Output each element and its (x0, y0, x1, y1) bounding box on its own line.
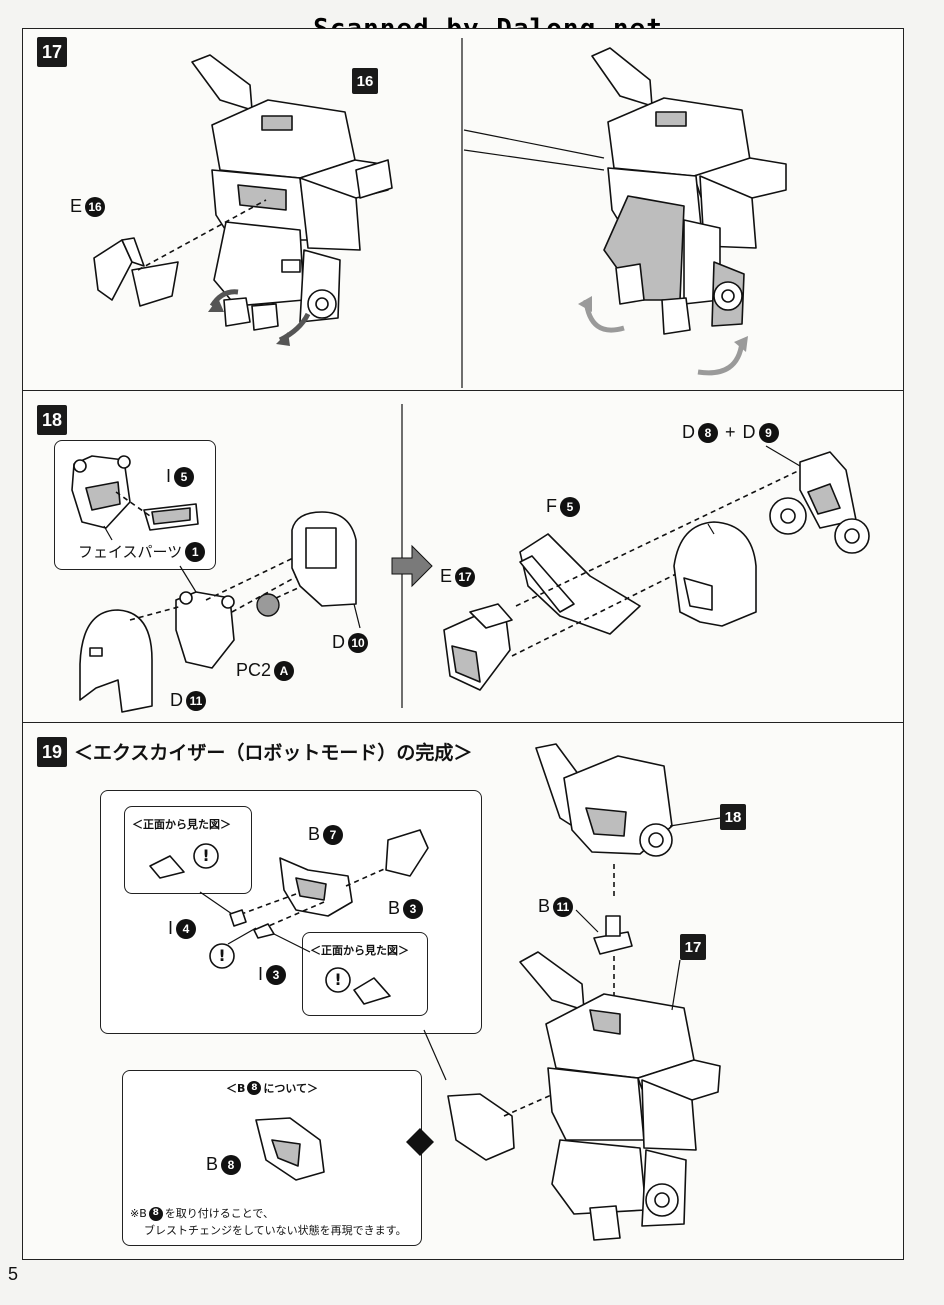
part-b3-label: B 3 (388, 898, 424, 919)
part-number-circle: 10 (348, 632, 368, 653)
part-f5-label: F 5 (546, 496, 580, 517)
front-view-callout-1 (124, 806, 252, 894)
step-19-badge: 19 (37, 737, 67, 767)
front-view-title-1: ＜正面から見た図＞ (132, 818, 231, 831)
part-pc2a-label: PC2 A (236, 660, 295, 681)
subassembly-17-badge: 17 (680, 934, 706, 960)
step-17-badge: 17 (37, 37, 67, 67)
part-e17-label: E 17 (440, 566, 476, 587)
exclaim-icon: ! (218, 946, 226, 965)
part-i3-label: I 3 (258, 964, 287, 985)
face-parts-label: フェイスパーツ 1 (78, 541, 206, 562)
step-17-panel: 17 (22, 28, 904, 392)
part-number-circle: 4 (176, 918, 197, 939)
part-number-circle: 5 (174, 466, 195, 487)
part-number-circle: 17 (455, 566, 476, 587)
front-view-title-2: ＜正面から見た図＞ (310, 944, 409, 957)
part-e16-label: E 16 (70, 196, 106, 217)
part-b8-label: B 8 (206, 1154, 242, 1175)
part-number-circle: 3 (266, 964, 287, 985)
part-b7-label: B 7 (308, 824, 344, 845)
part-number-circle: 7 (323, 824, 344, 845)
b8-info-title: ＜B 8 について＞ (226, 1081, 319, 1095)
step-18-badge: 18 (37, 405, 67, 435)
step-19-title: ＜エクスカイザー（ロボットモード）の完成＞ (74, 742, 473, 764)
part-number-circle: 11 (553, 896, 574, 917)
part-i4-label: I 4 (168, 918, 197, 939)
part-i5-label: I 5 (166, 466, 195, 487)
part-number-circle: 8 (221, 1154, 242, 1175)
part-b11-label: B 11 (538, 896, 574, 917)
exclaim-icon: ! (334, 970, 342, 989)
part-number-circle: 11 (186, 690, 206, 711)
part-number-circle: 3 (403, 898, 424, 919)
part-number-circle: 1 (185, 541, 206, 562)
part-d10-label: D 10 (332, 632, 368, 653)
part-number-circle: 9 (758, 422, 779, 443)
part-number-circle: A (274, 660, 295, 681)
b8-note: ※B 8 を取り付けることで、 ブレストチェンジをしていない状態を再現できます。 (130, 1206, 407, 1237)
part-d8-d9-label: D 8 + D 9 (682, 422, 779, 443)
part-number-circle: 8 (247, 1081, 262, 1095)
part-number-circle: 8 (148, 1206, 163, 1221)
part-d11-label: D 11 (170, 690, 206, 711)
subassembly-16-badge: 16 (352, 68, 378, 94)
exclaim-icon: ! (202, 846, 210, 865)
part-number-circle: 16 (85, 196, 106, 217)
page-number: 5 (8, 1264, 19, 1284)
subassembly-18-badge: 18 (720, 804, 746, 830)
part-number-circle: 5 (560, 496, 580, 517)
part-number-circle: 8 (698, 422, 718, 443)
